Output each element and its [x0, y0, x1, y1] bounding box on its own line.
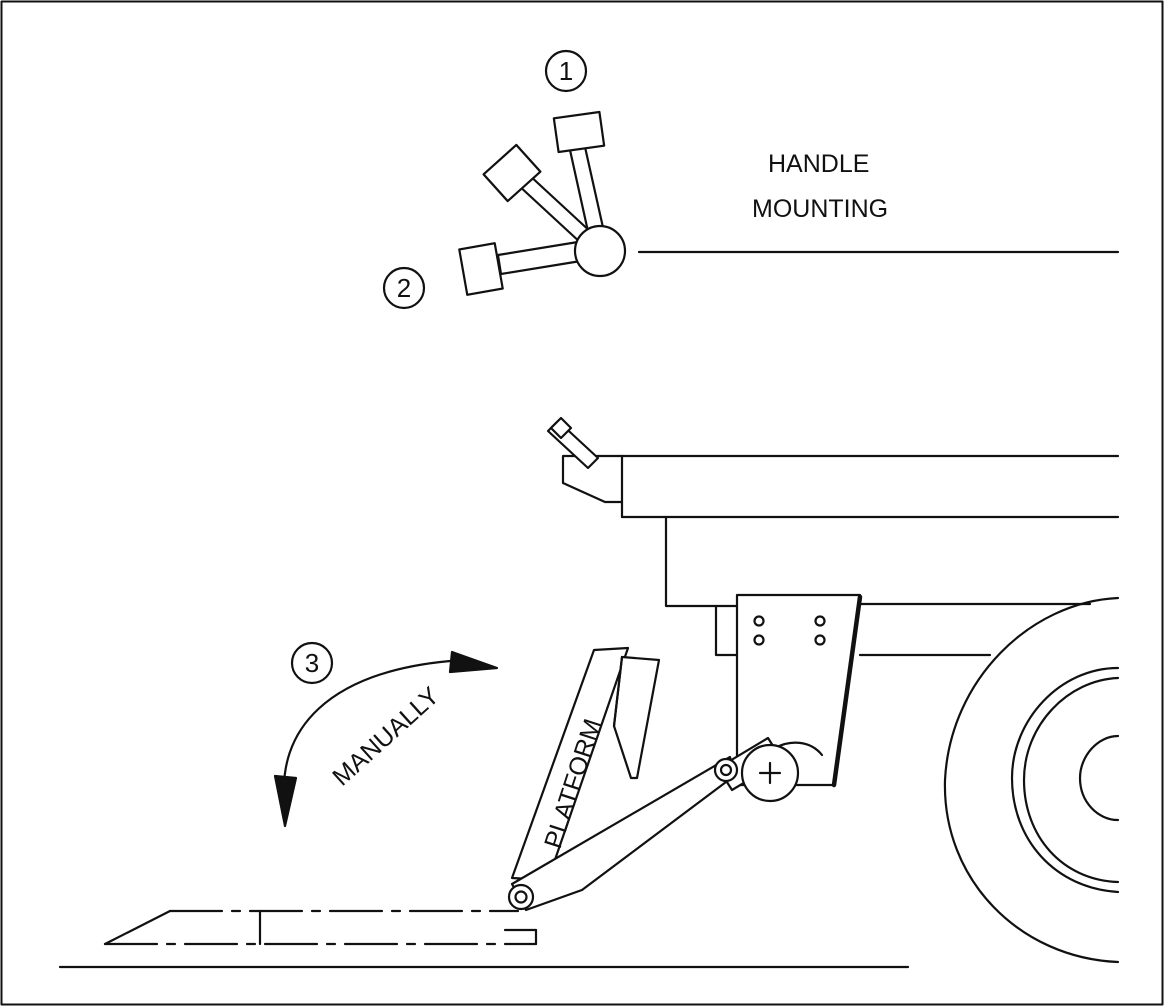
arrow-head-up-icon	[448, 650, 499, 674]
platform-raised: PLATFORM	[510, 646, 661, 882]
arm-upper-pivot	[713, 757, 739, 783]
arrow-head-down-icon	[273, 774, 298, 828]
plate-hole	[753, 615, 765, 627]
wheel	[943, 596, 1120, 964]
handle-mounting-detail: 1 2 HANDLE MOUNTING	[382, 49, 1120, 310]
callout-1: 1	[544, 49, 588, 93]
plate-hole	[814, 615, 826, 627]
platform-lowered-dashed	[103, 909, 538, 946]
handle-pivot-hub	[573, 224, 627, 278]
bolt-icon	[546, 416, 600, 470]
handle-position-2	[458, 239, 589, 296]
handle-mounting-label-line1: HANDLE	[768, 150, 869, 178]
callout-3-number: 3	[305, 648, 319, 678]
arm-lower-pivot	[507, 883, 535, 911]
manually-label: MANUALLY	[327, 681, 445, 791]
callout-2-number: 2	[397, 273, 411, 303]
handle-mounting-label-line2: MOUNTING	[752, 195, 888, 223]
handle-position-1	[552, 110, 606, 238]
callout-1-number: 1	[559, 56, 573, 86]
manual-rotation-indicator: MANUALLY 3	[273, 641, 499, 828]
plate-hole	[814, 634, 826, 646]
plate-hole	[753, 634, 765, 646]
linkage-arm	[507, 736, 824, 912]
vehicle-body	[546, 416, 1120, 657]
callout-3: 3	[290, 641, 334, 685]
callout-2: 2	[382, 266, 426, 310]
